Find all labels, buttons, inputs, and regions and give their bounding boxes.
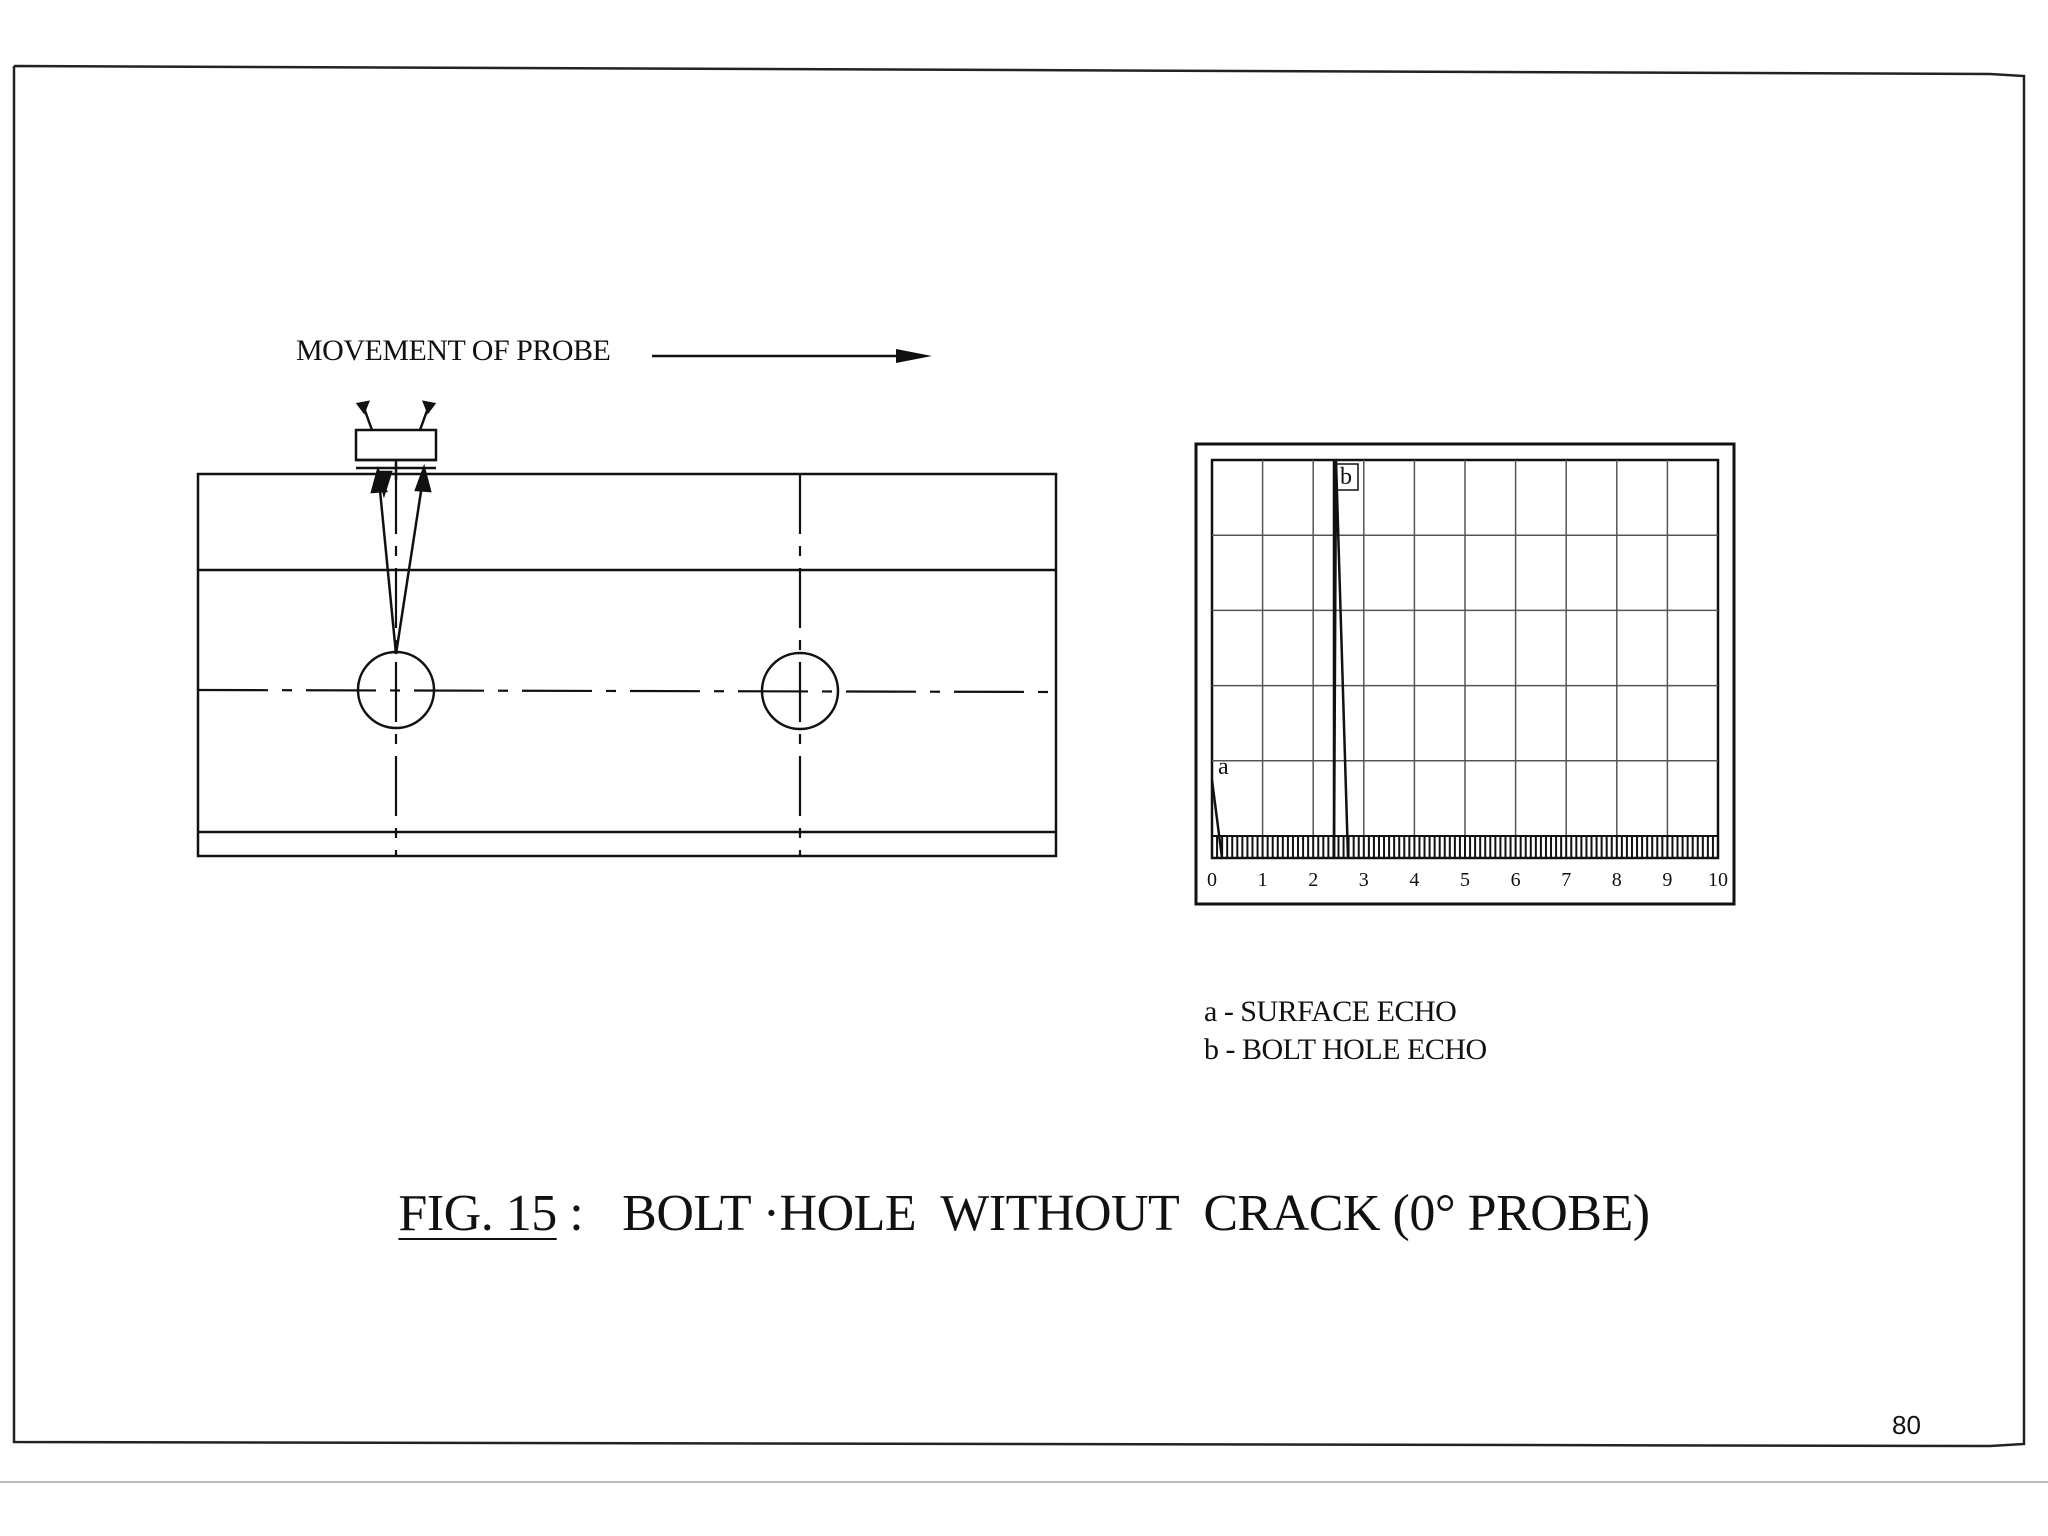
echo-a-signal — [1210, 779, 1224, 859]
screen-scale-label: 9 — [1662, 869, 1672, 891]
echo-b-label: b — [1340, 464, 1352, 490]
echo-legend: a - SURFACE ECHO b - BOLT HOLE ECHO — [1204, 993, 1487, 1069]
screen-scale-label: 2 — [1308, 869, 1318, 891]
screen-scale-label: 8 — [1612, 869, 1622, 891]
legend-bolt-hole-echo: b - BOLT HOLE ECHO — [1204, 1033, 1487, 1066]
page-number: 80 — [1892, 1410, 1921, 1440]
legend-surface-echo: a - SURFACE ECHO — [1204, 995, 1457, 1028]
screen-scale-label: 7 — [1561, 869, 1571, 891]
screen-scale-label: 10 — [1708, 869, 1728, 891]
echo-a-label: a — [1218, 754, 1229, 780]
ultrasonic-beam — [370, 463, 432, 655]
screen-scale-label: 0 — [1207, 869, 1217, 891]
figure-title: BOLT ·HOLE WITHOUT CRACK (0° PROBE) — [622, 1185, 1650, 1242]
flaw-detector-screen: 0 1 2 3 4 5 6 7 8 9 10 a b — [1194, 442, 1736, 906]
echo-b-signal — [1332, 459, 1350, 859]
screen-scale-label: 3 — [1359, 869, 1369, 891]
screen-scale-label: 1 — [1258, 869, 1268, 891]
bolt-hole-2 — [760, 651, 840, 731]
center-lines — [197, 688, 1057, 694]
figure-caption: FIG. 15 : BOLT ·HOLE WITHOUT CRACK (0° P… — [0, 1184, 2048, 1243]
movement-of-probe-label: MOVEMENT OF PROBE — [296, 334, 611, 367]
screen-scale-label: 4 — [1409, 869, 1419, 891]
hole-axis-lines — [394, 474, 802, 856]
sheet-border — [12, 64, 2026, 1448]
caption-separator: : — [569, 1185, 584, 1242]
screen-scale-label: 5 — [1460, 869, 1470, 891]
probe — [354, 400, 438, 480]
movement-arrow — [652, 349, 932, 363]
screen-scale-label: 6 — [1511, 869, 1521, 891]
figure-number: FIG. 15 — [398, 1185, 557, 1242]
rail-drawing — [196, 472, 1058, 858]
